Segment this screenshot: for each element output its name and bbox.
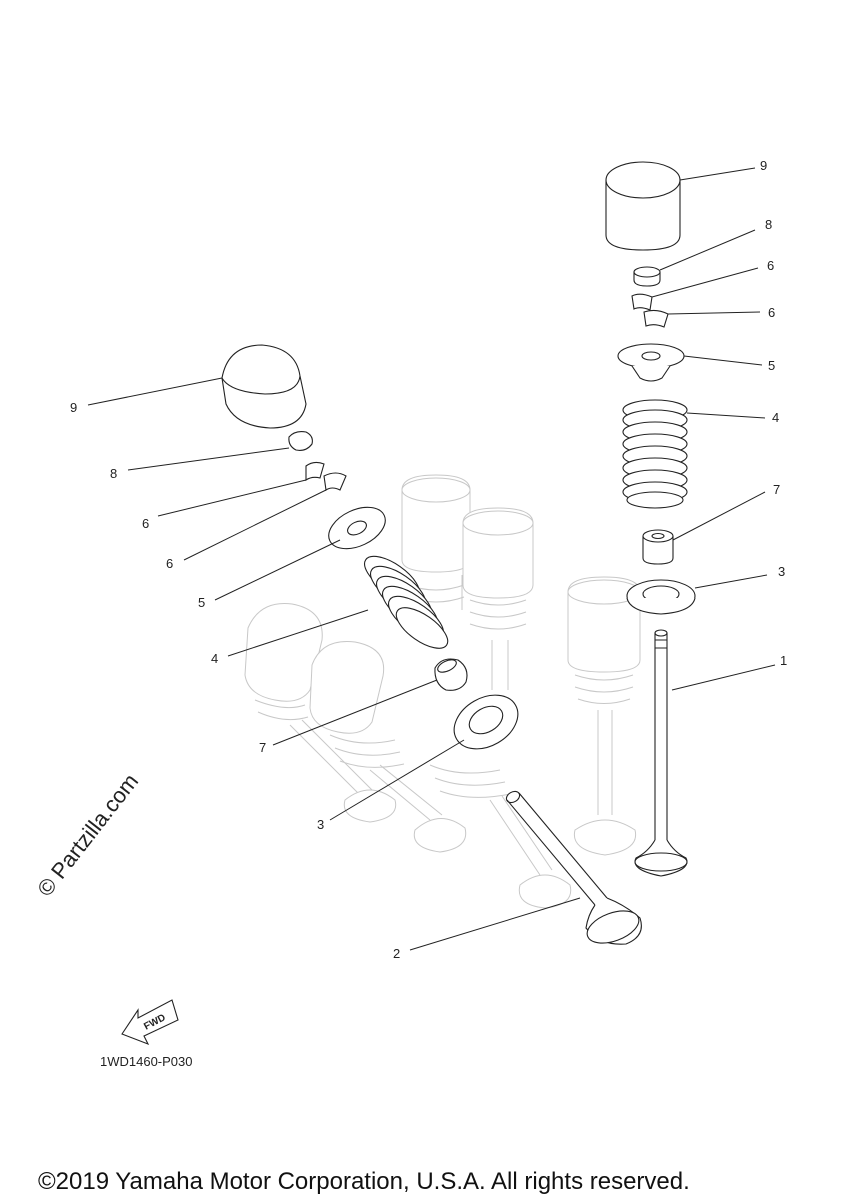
callout-4-right: 4 — [772, 410, 779, 425]
exhaust-valve-left — [505, 790, 642, 945]
callout-2: 2 — [393, 946, 400, 961]
leader-lines — [87, 167, 776, 951]
valve-spring-left — [364, 555, 449, 649]
callout-6-left-lower: 6 — [166, 556, 173, 571]
callout-9-right: 9 — [760, 158, 767, 173]
callout-6-right-lower: 6 — [768, 305, 775, 320]
callout-1: 1 — [780, 653, 787, 668]
spring-retainer-left — [328, 506, 386, 550]
valve-cotter-right-upper — [631, 293, 653, 311]
callout-4-left: 4 — [211, 651, 218, 666]
callout-7-right: 7 — [773, 482, 780, 497]
intake-valve-right — [634, 629, 688, 877]
spring-seat-left — [453, 694, 519, 750]
valve-stem-seal-right — [642, 529, 674, 565]
callout-7-left: 7 — [259, 740, 266, 755]
valve-cotter-left-upper — [305, 461, 325, 482]
callout-6-left-upper: 6 — [142, 516, 149, 531]
valve-pad-left — [288, 431, 313, 451]
spring-seat-right — [626, 579, 696, 615]
callout-9-left: 9 — [70, 400, 77, 415]
valve-cotter-left-lower — [323, 472, 347, 491]
callout-8-right: 8 — [765, 217, 772, 232]
callout-5-left: 5 — [198, 595, 205, 610]
callout-3-left: 3 — [317, 817, 324, 832]
callout-labels: 9 8 6 6 5 4 7 3 1 9 8 6 6 5 4 7 3 2 — [70, 158, 787, 961]
copyright-notice: ©2019 Yamaha Motor Corporation, U.S.A. A… — [38, 1168, 690, 1195]
callout-6-right-upper: 6 — [767, 258, 774, 273]
partzilla-watermark: © Partzilla.com — [32, 769, 143, 901]
fwd-direction-arrow: FWD — [121, 999, 179, 1046]
valve-lifter-left — [221, 344, 307, 429]
ghost-lifter-5 — [309, 640, 467, 853]
spring-retainer-right — [617, 343, 685, 382]
callout-8-left: 8 — [110, 466, 117, 481]
right-valve-assembly — [605, 161, 696, 877]
valve-stem-seal-left — [434, 658, 468, 691]
callout-5-right: 5 — [768, 358, 775, 373]
ghost-lifter-3 — [567, 576, 641, 856]
valve-cotter-right-lower — [643, 309, 669, 328]
ghost-lifter-4 — [244, 603, 397, 823]
valve-lifter-right — [605, 161, 681, 251]
diagram-code: 1WD1460-P030 — [100, 1054, 193, 1069]
callout-3-right: 3 — [778, 564, 785, 579]
ghost-lifter-6 — [429, 764, 572, 909]
valve-pad-right — [633, 266, 661, 287]
ghost-valve-assemblies — [244, 474, 641, 909]
valve-spring-right — [622, 399, 688, 509]
left-valve-assembly — [221, 344, 642, 945]
ghost-lifter-1 — [401, 474, 471, 610]
ghost-lifter-2 — [462, 507, 534, 690]
